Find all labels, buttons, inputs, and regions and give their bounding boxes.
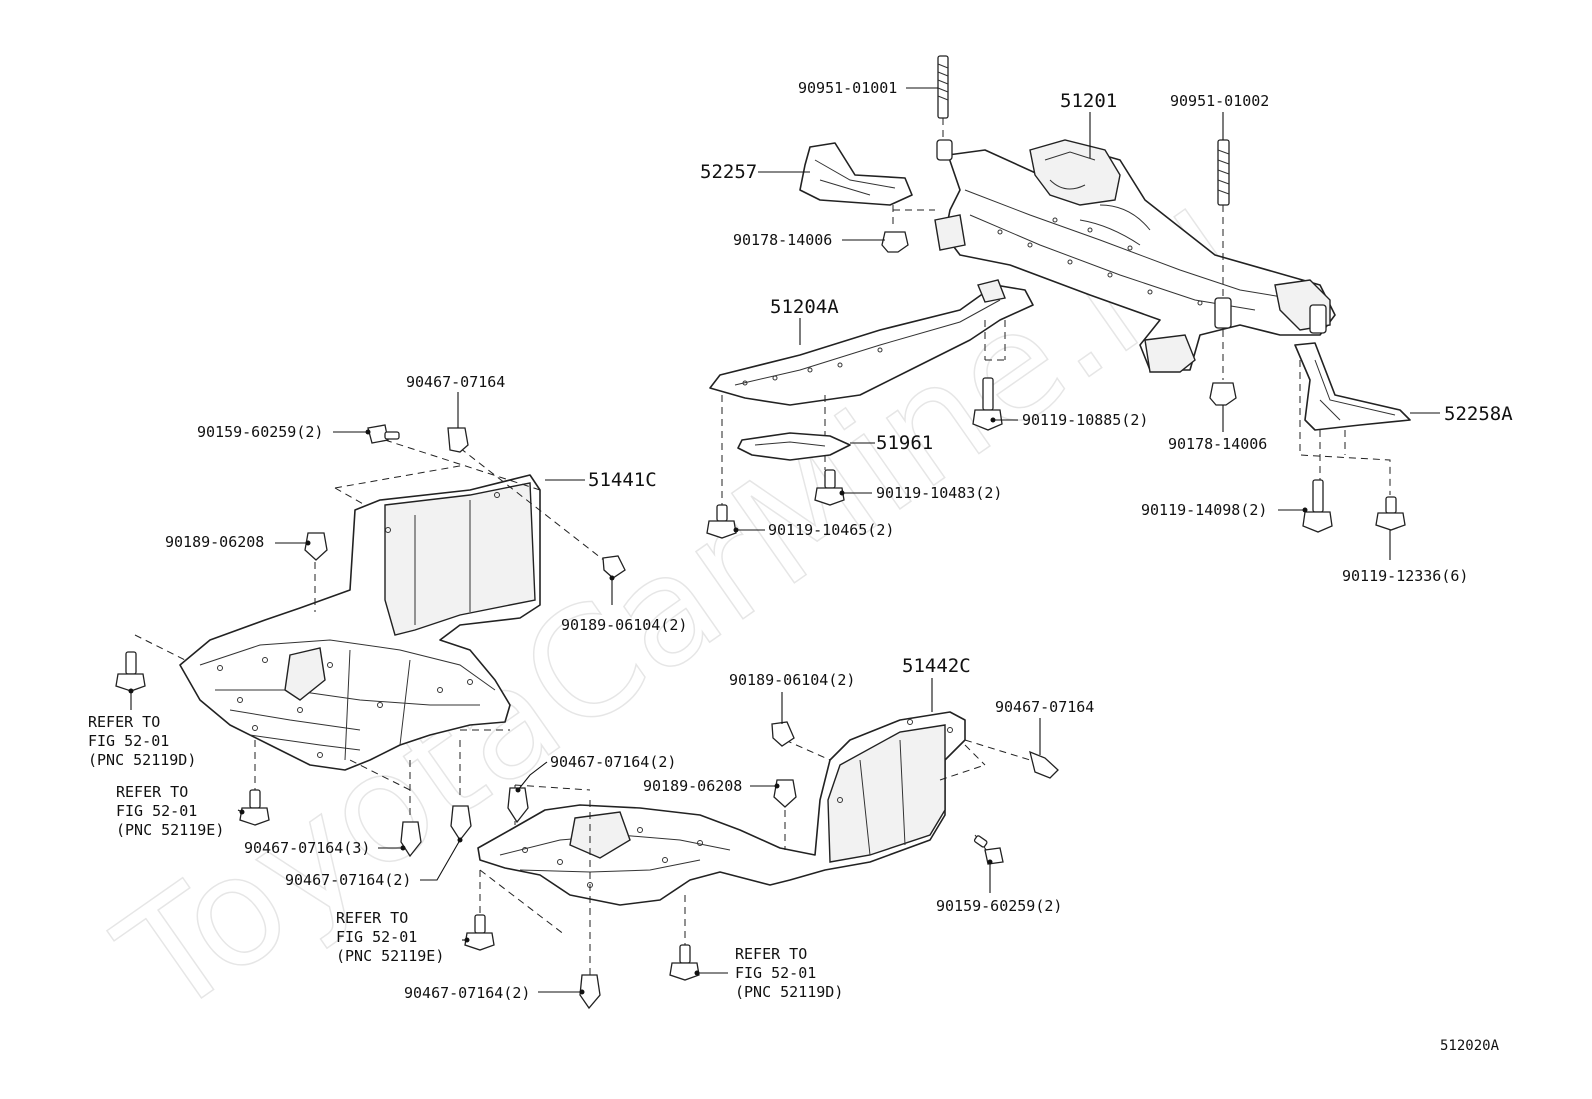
leader-lines xyxy=(128,87,1440,995)
bolt-90119-14098 xyxy=(1302,479,1333,533)
engine-under-cover-51442C xyxy=(477,711,966,906)
nut-90178-14006-b xyxy=(1209,382,1237,406)
screw-90159-60259-a xyxy=(367,424,400,444)
label-ref2-line1: REFER TO xyxy=(116,783,188,801)
label-ref3-line1: REFER TO xyxy=(336,909,408,927)
bolt-ref-52119D-b xyxy=(669,944,700,981)
label-90189-06104-b: 90189-06104(2) xyxy=(729,671,855,689)
label-ref3-line2: FIG 52-01 xyxy=(336,928,417,946)
clip-90467-07164-b xyxy=(1029,750,1059,779)
label-90467-07164-2b: 90467-07164(2) xyxy=(550,753,676,771)
label-90467-07164-2a: 90467-07164(2) xyxy=(285,871,411,889)
bolt-90119-10885 xyxy=(972,377,1003,431)
label-90119-12336: 90119-12336(6) xyxy=(1342,567,1468,585)
clip-90467-07164-3 xyxy=(400,821,422,858)
bolt-ref-52119E-a xyxy=(239,789,270,826)
label-ref3-line3: (PNC 52119E) xyxy=(336,947,444,965)
label-ref2-line3: (PNC 52119E) xyxy=(116,821,224,839)
bolt-90119-10483 xyxy=(814,469,845,506)
label-52258A: 52258A xyxy=(1444,403,1513,425)
label-51441C: 51441C xyxy=(588,469,657,491)
label-ref1-line3: (PNC 52119D) xyxy=(88,751,196,769)
label-90119-10885: 90119-10885(2) xyxy=(1022,411,1148,429)
bolt-90119-10465 xyxy=(706,504,737,539)
label-90119-10465: 90119-10465(2) xyxy=(768,521,894,539)
label-90159-60259-b: 90159-60259(2) xyxy=(936,897,1062,915)
label-90119-14098: 90119-14098(2) xyxy=(1141,501,1267,519)
bracket-52257 xyxy=(799,142,913,206)
label-90189-06208-b: 90189-06208 xyxy=(643,777,742,795)
screw-90159-60259-b xyxy=(973,835,1004,865)
label-90467-07164-b: 90467-07164 xyxy=(995,698,1094,716)
label-ref4-line1: REFER TO xyxy=(735,945,807,963)
label-ref1-line2: FIG 52-01 xyxy=(88,732,169,750)
stud-90951-01002 xyxy=(1217,139,1230,206)
label-90467-07164-2c: 90467-07164(2) xyxy=(404,984,530,1002)
label-51204A: 51204A xyxy=(770,296,839,318)
label-52257: 52257 xyxy=(700,161,757,183)
engine-under-cover-51441C xyxy=(179,474,541,771)
crossmember-51201 xyxy=(934,139,1336,373)
label-90951-01001: 90951-01001 xyxy=(798,79,897,97)
stud-90951-01001 xyxy=(937,55,949,119)
clip-90189-06208-a xyxy=(304,532,328,561)
bracket-52258A xyxy=(1294,342,1411,431)
part-labels: 90951-01001 51201 90951-01002 52257 9017… xyxy=(88,79,1513,1054)
label-90178-14006-a: 90178-14006 xyxy=(733,231,832,249)
plate-51961 xyxy=(737,432,851,461)
label-51201: 51201 xyxy=(1060,90,1117,112)
clip-90467-07164-a xyxy=(447,427,469,453)
label-90467-07164-3: 90467-07164(3) xyxy=(244,839,370,857)
label-90467-07164-a: 90467-07164 xyxy=(406,373,505,391)
brace-51204A xyxy=(709,279,1034,406)
label-ref4-line3: (PNC 52119D) xyxy=(735,983,843,1001)
bolt-ref-52119D-a xyxy=(115,651,146,692)
label-51961: 51961 xyxy=(876,432,933,454)
label-90951-01002: 90951-01002 xyxy=(1170,92,1269,110)
bolt-ref-52119E-b xyxy=(464,914,495,951)
clip-90189-06104-b xyxy=(771,721,795,747)
label-ref4-line2: FIG 52-01 xyxy=(735,964,816,982)
clip-90467-07164-2b xyxy=(507,787,529,824)
label-90159-60259-a: 90159-60259(2) xyxy=(197,423,323,441)
label-ref2-line2: FIG 52-01 xyxy=(116,802,197,820)
label-90189-06208-a: 90189-06208 xyxy=(165,533,264,551)
label-90178-14006-b: 90178-14006 xyxy=(1168,435,1267,453)
clip-90189-06208-b xyxy=(773,779,797,808)
label-ref1-line1: REFER TO xyxy=(88,713,160,731)
clip-90189-06104-a xyxy=(602,555,626,579)
label-90189-06104-a: 90189-06104(2) xyxy=(561,616,687,634)
label-90119-10483: 90119-10483(2) xyxy=(876,484,1002,502)
bolt-90119-12336 xyxy=(1375,496,1406,531)
clip-90467-07164-2a xyxy=(450,805,472,842)
label-51442C: 51442C xyxy=(902,655,971,677)
nut-90178-14006-a xyxy=(881,231,909,253)
figure-code: 512020A xyxy=(1440,1038,1500,1054)
